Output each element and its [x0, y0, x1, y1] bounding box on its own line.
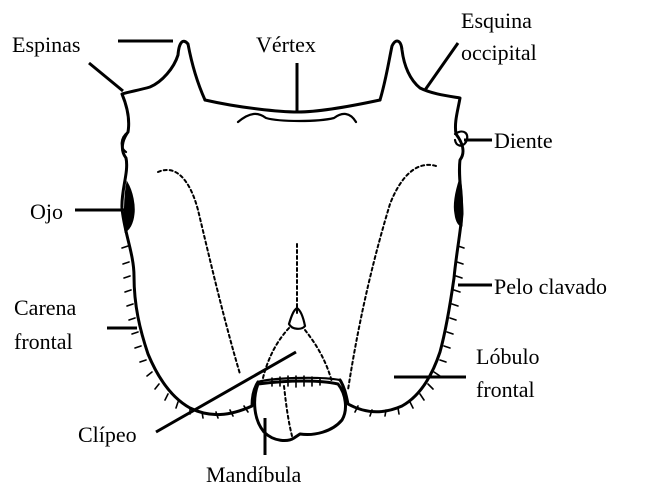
head-outline	[122, 41, 463, 415]
leader-esquina	[425, 43, 458, 90]
leader-espinas-corner	[89, 63, 123, 91]
label-pelo-clavado: Pelo clavado	[494, 274, 607, 299]
label-mandibula: Mandíbula	[206, 462, 302, 487]
label-ojo: Ojo	[30, 199, 63, 224]
label-clipeo: Clípeo	[78, 422, 137, 447]
head-outline-left	[122, 41, 258, 414]
clypeus-margin-left	[262, 328, 289, 382]
label-diente: Diente	[494, 128, 553, 153]
label-carena-line2: frontal	[14, 329, 73, 354]
label-lobulo-line2: frontal	[476, 377, 535, 402]
vertex-ridge	[238, 114, 356, 122]
label-lobulo-line1: Lóbulo	[476, 344, 540, 369]
mandibles	[255, 381, 346, 440]
mandible-shape	[255, 381, 346, 440]
eye-left	[124, 182, 134, 232]
head-outline-right	[340, 41, 463, 412]
vertex-margin	[205, 100, 380, 112]
label-espinas: Espinas	[12, 32, 80, 57]
eye-right	[454, 178, 462, 226]
leader-clipeo	[156, 352, 296, 432]
frontal-carina-right	[348, 165, 436, 390]
clypeus-margin-right	[305, 330, 332, 382]
label-esquina-line1: Esquina	[461, 8, 532, 33]
label-vertex: Vértex	[256, 32, 316, 57]
mandible-division	[284, 386, 292, 436]
label-carena-line1: Carena	[14, 295, 77, 320]
frontal-carina-left	[158, 170, 240, 374]
label-esquina-line2: occipital	[461, 40, 537, 65]
